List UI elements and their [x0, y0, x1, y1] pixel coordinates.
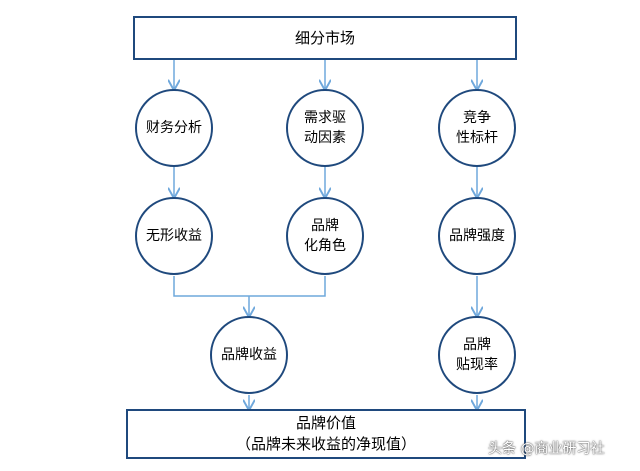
financial-analysis-label: 财务分析 [146, 120, 202, 136]
segment-market-label: 细分市场 [294, 28, 355, 47]
brand-discount-line2: 贴现率 [456, 357, 498, 373]
brand-value-line2: （品牌未来收益的净现值） [235, 435, 416, 453]
brand-strength-label: 品牌强度 [449, 228, 505, 244]
financial-analysis-node: 财务分析 [135, 89, 213, 167]
competitiveness-node: 竞争 性标杆 [438, 89, 516, 167]
brand-discount-node: 品牌 贴现率 [438, 316, 516, 394]
segment-market-box: 细分市场 [133, 16, 517, 60]
brand-role-line1: 品牌 [311, 218, 339, 234]
merge-line-left [173, 276, 326, 297]
watermark: 头条 @商业研习社 [488, 441, 605, 457]
brand-strength-node: 品牌强度 [438, 197, 516, 275]
competitiveness-line1: 竞争 [463, 110, 491, 126]
brand-income-node: 品牌收益 [210, 316, 288, 394]
brand-role-node: 品牌 化角色 [286, 197, 364, 275]
competitiveness-line2: 性标杆 [456, 130, 498, 146]
demand-drivers-line2: 动因素 [304, 130, 346, 146]
brand-value-line1: 品牌价值 [295, 414, 356, 432]
brand-discount-line1: 品牌 [463, 337, 491, 353]
brand-income-label: 品牌收益 [221, 347, 277, 363]
demand-drivers-node: 需求驱 动因素 [286, 89, 364, 167]
brand-value-box: 品牌价值 （品牌未来收益的净现值） [126, 409, 526, 459]
intangible-income-label: 无形收益 [146, 228, 202, 244]
intangible-income-node: 无形收益 [135, 197, 213, 275]
demand-drivers-line1: 需求驱 [304, 110, 346, 126]
brand-role-line2: 化角色 [304, 238, 346, 254]
